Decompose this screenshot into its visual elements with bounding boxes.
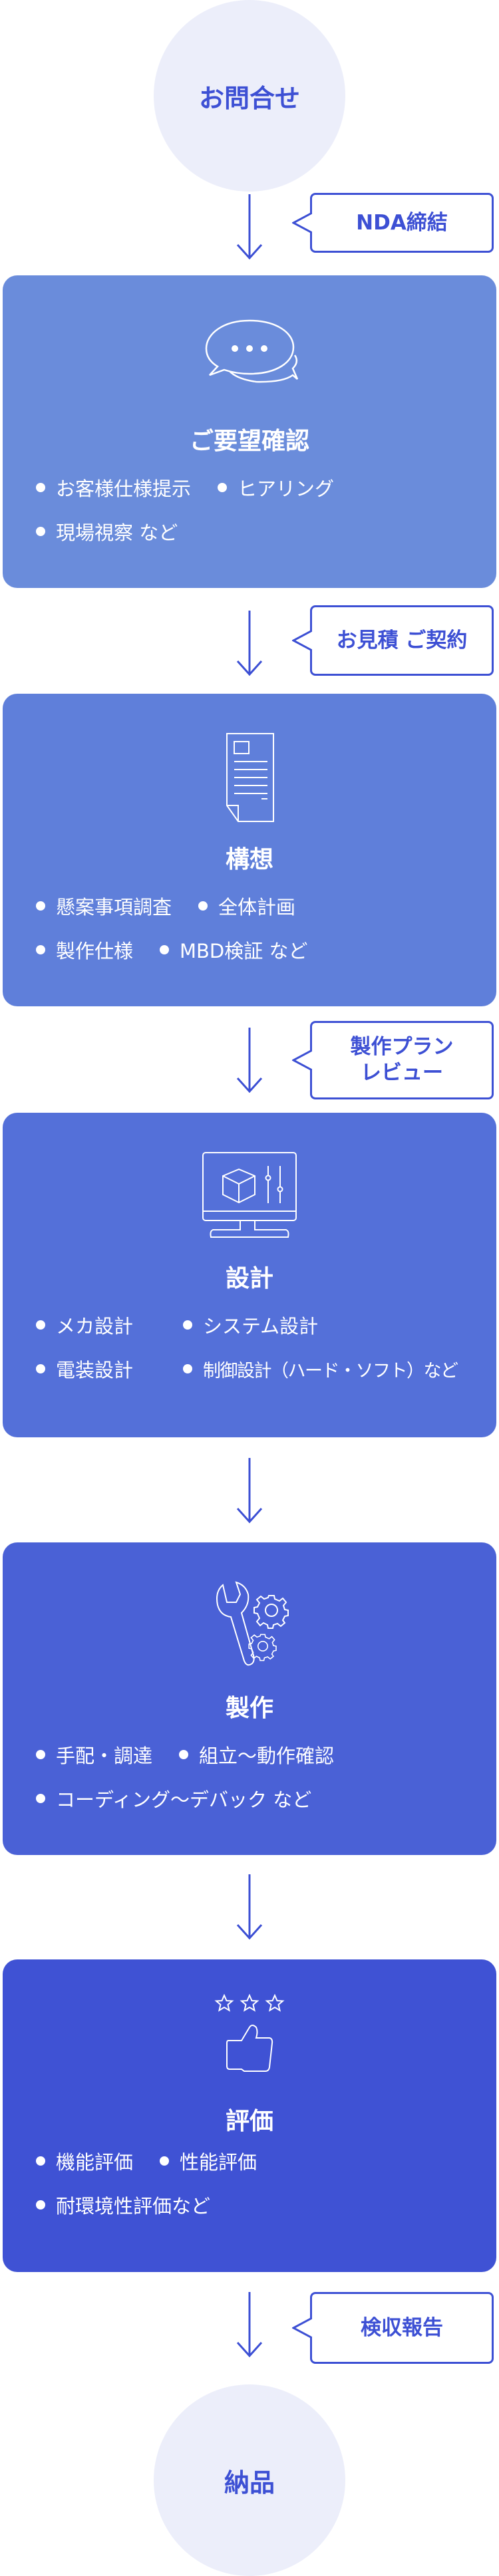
callout-text: NDA締結 [356, 210, 448, 235]
start-circle: お問合せ [154, 0, 345, 192]
step-title: 設計 [225, 1265, 273, 1292]
start-label: お問合せ [198, 83, 300, 113]
callout-text: お見積 ご契約 [336, 628, 468, 652]
step-card-design: 設計 メカ設計 システム設計 電装設計 制御設計（ハード・ソフト）など [3, 1113, 496, 1437]
bullet-icon [36, 945, 45, 954]
callout-text: 検収報告 [361, 2315, 443, 2340]
step-item: 性能評価 [180, 2151, 257, 2174]
down-arrow-icon [236, 1458, 263, 1523]
down-arrow-icon [236, 194, 263, 259]
step-card-requirements: ご要望確認 お客様仕様提示 ヒアリング 現場視察 など [3, 275, 496, 588]
step-item: 制御設計（ハード・ソフト）など [203, 1360, 458, 1381]
bullet-icon [160, 2156, 170, 2166]
document-icon [226, 733, 274, 822]
down-arrow-icon [236, 611, 263, 676]
step-item: 製作仕様 [56, 940, 134, 962]
callout-text: レビュー [361, 1061, 443, 1085]
bullet-icon [36, 483, 45, 492]
plan-review-callout: 製作プランレビュー [292, 1021, 494, 1099]
callout-tail-icon [292, 1050, 312, 1071]
monitor-cube-icon [202, 1152, 297, 1238]
end-circle: 納品 [154, 2384, 345, 2576]
quote-contract-callout: お見積 ご契約 [292, 605, 494, 676]
down-arrow-icon [236, 2292, 263, 2357]
step-title: 製作 [225, 1695, 273, 1722]
bullet-icon [36, 901, 45, 911]
step-item: システム設計 [203, 1315, 319, 1338]
bullet-icon [183, 1364, 192, 1373]
step-card-evaluation: 評価 機能評価 性能評価 耐環境性評価など [3, 1959, 496, 2272]
step-item: コーディング～デバック など [56, 1789, 312, 1811]
callout-tail-icon [292, 630, 312, 651]
step-item: 機能評価 [56, 2151, 134, 2174]
bullet-icon [183, 1320, 192, 1330]
step-item: 現場視察 など [56, 521, 178, 544]
step-item: 電装設計 [56, 1359, 134, 1381]
step-item: 全体計画 [218, 896, 296, 919]
wrench-gears-icon [216, 1581, 289, 1666]
step-item: 懸案事項調査 [56, 896, 172, 919]
step-item: 耐環境性評価など [56, 2195, 211, 2218]
callout-tail-icon [292, 212, 312, 233]
step-item: メカ設計 [56, 1315, 134, 1338]
bullet-icon [36, 1320, 45, 1330]
bullet-icon [36, 2200, 45, 2210]
step-item: 組立～動作確認 [199, 1745, 335, 1767]
step-item: ヒアリング [238, 478, 335, 500]
bullet-icon [198, 901, 208, 911]
bullet-icon [36, 1364, 45, 1373]
callout-tail-icon [292, 2317, 312, 2339]
end-label: 納品 [224, 2468, 275, 2498]
chat-bubbles-icon [205, 319, 299, 383]
bullet-icon [36, 2156, 45, 2166]
down-arrow-icon [236, 1028, 263, 1093]
step-item: お客様仕様提示 [56, 478, 192, 500]
thumbs-up-stars-icon [214, 1994, 283, 2072]
step-title: 構想 [225, 846, 273, 873]
bullet-icon [36, 1794, 45, 1803]
bullet-icon [179, 1750, 189, 1759]
callout-text: 製作プラン [350, 1035, 454, 1060]
bullet-icon [160, 945, 170, 954]
nda-callout: NDA締結 [292, 193, 494, 253]
bullet-icon [36, 1750, 45, 1759]
step-item: MBD検証 など [180, 940, 308, 962]
acceptance-report-callout: 検収報告 [292, 2292, 494, 2364]
step-title: ご要望確認 [189, 428, 309, 455]
bullet-icon [218, 483, 228, 492]
step-card-concept: 構想 懸案事項調査 全体計画 製作仕様 MBD検証 など [3, 694, 496, 1006]
step-card-production: 製作 手配・調達 組立～動作確認 コーディング～デバック など [3, 1542, 496, 1855]
bullet-icon [36, 527, 45, 536]
step-title: 評価 [225, 2108, 273, 2135]
step-item: 手配・調達 [56, 1745, 153, 1767]
down-arrow-icon [236, 1874, 263, 1939]
